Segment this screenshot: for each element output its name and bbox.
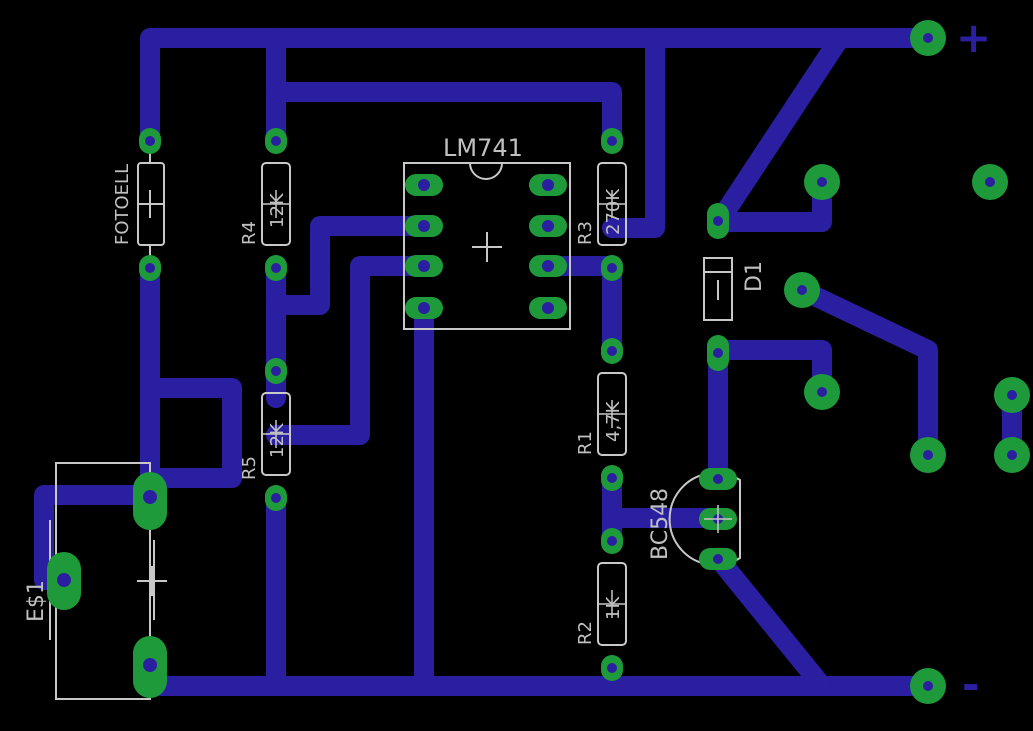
d1-label: D1 (742, 261, 767, 292)
resistor-marks (262, 190, 732, 618)
terminal-symbols: + - (956, 13, 991, 709)
minus-terminal-label: - (962, 660, 979, 709)
battery-pads (47, 472, 167, 698)
plus-terminal-label: + (956, 13, 991, 62)
r4-value: 12K (267, 192, 288, 228)
battery-label: E$1 (24, 580, 49, 622)
transistor-label: BC548 (648, 488, 673, 560)
r5-label: R5 (239, 456, 260, 480)
ic-notch (469, 162, 503, 180)
r2-value: 1K (603, 596, 624, 620)
ic-outline (403, 162, 571, 330)
d1-outline (703, 257, 733, 321)
fotoell-label: FOTOELL (112, 164, 133, 245)
r2-label: R2 (575, 621, 596, 645)
component-pads (139, 128, 729, 681)
connector-pads (784, 20, 1030, 704)
r5-value: 12K (267, 422, 288, 458)
r1-value: 4,7K (603, 400, 624, 442)
ic-pads (405, 174, 567, 319)
labels: LM741 FOTOELL R4 12K R5 12K R3 270K R1 4… (24, 134, 767, 645)
r4-label: R4 (239, 221, 260, 245)
r1-label: R1 (575, 431, 596, 455)
ic-center-mark (472, 232, 502, 262)
d1-cathode-band (704, 271, 732, 300)
r3-value: 270K (603, 188, 624, 235)
transistor-pads (699, 468, 737, 570)
ic-label: LM741 (443, 134, 523, 162)
pads (47, 20, 1030, 704)
r3-label: R3 (575, 221, 596, 245)
